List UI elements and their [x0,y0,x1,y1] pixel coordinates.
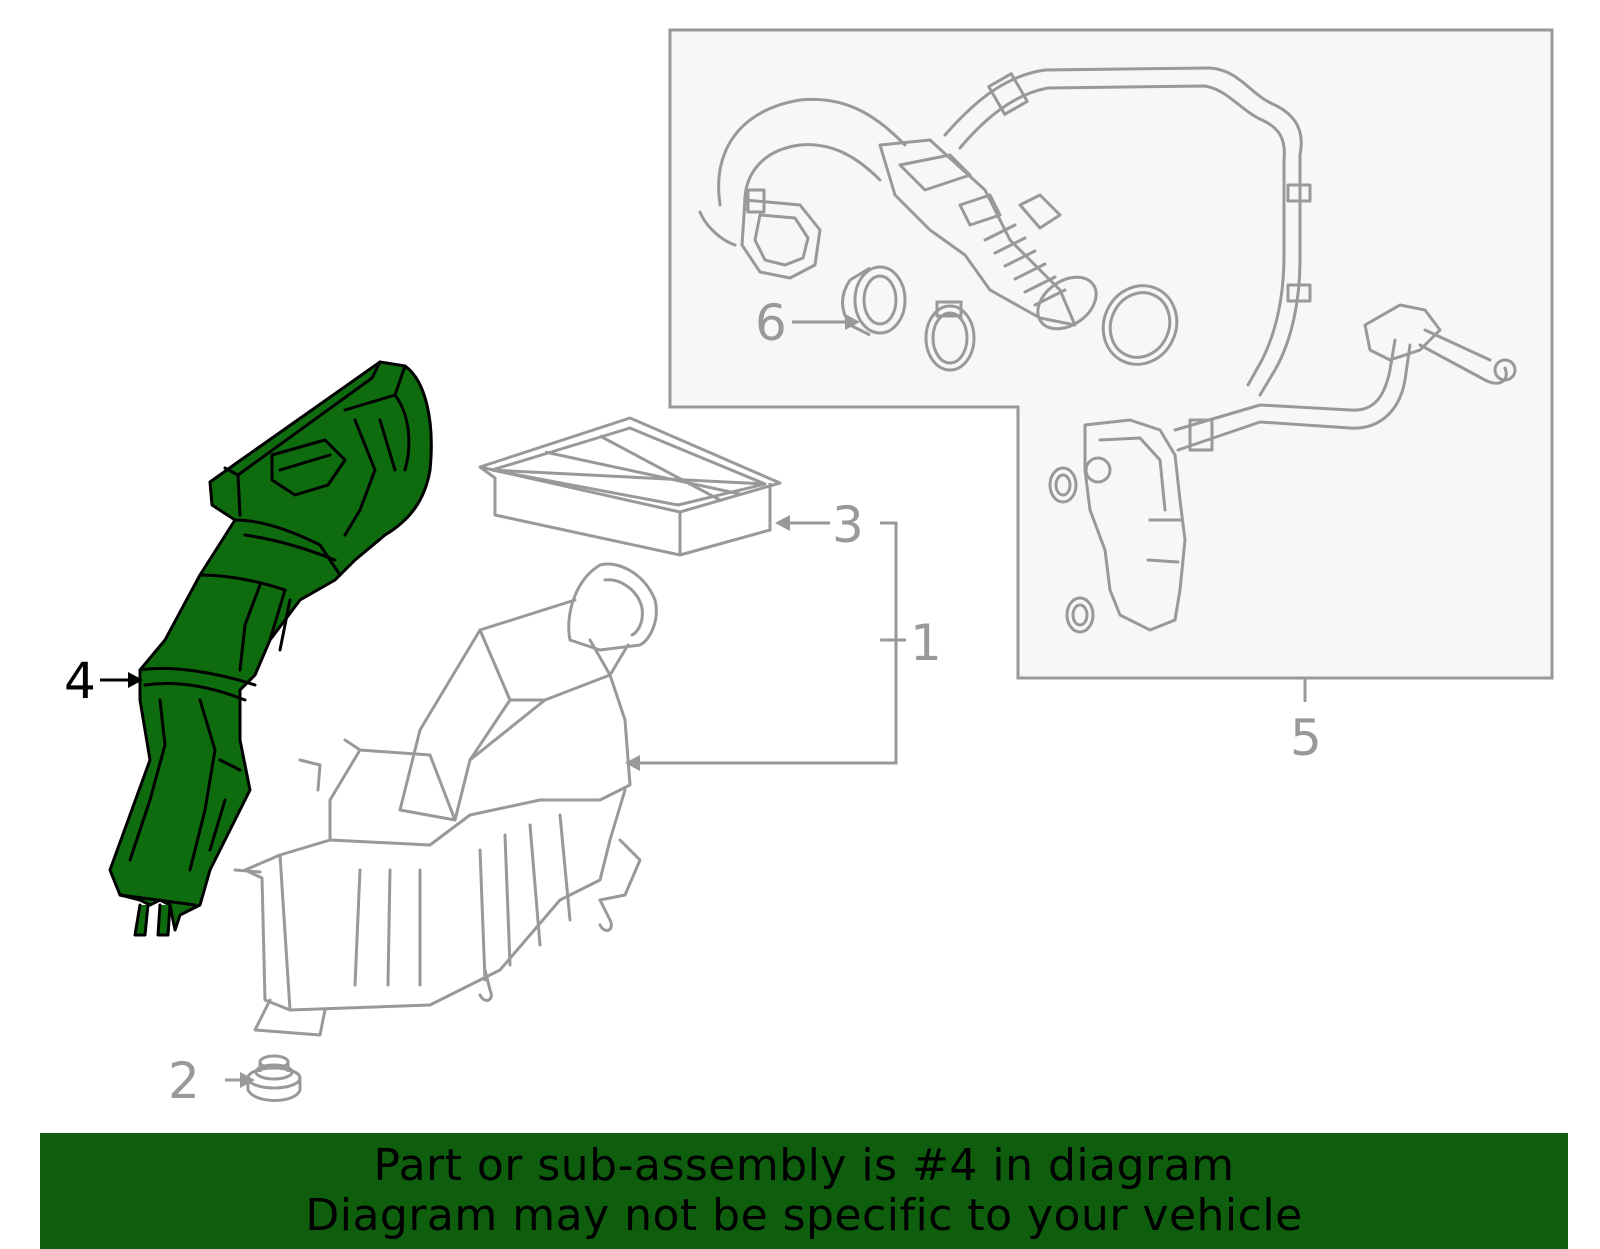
callout-6: 6 [755,294,787,352]
part-1-air-cleaner-housing [233,562,658,1037]
hose-clamps [924,284,1179,372]
banner-line-disclaimer: Diagram may not be specific to your vehi… [305,1190,1303,1241]
part-2-grommet [246,1054,302,1102]
leader-lines [225,320,1307,1082]
part-4-air-inlet-duct [108,360,433,937]
callout-1: 1 [910,614,942,672]
callout-4: 4 [64,652,96,710]
intake-hose-assembly [698,66,1517,634]
part-4-leader [100,672,143,688]
callout-5: 5 [1290,709,1322,767]
part-3-air-filter [478,416,782,557]
info-banner: Part or sub-assembly is #4 in diagram Di… [40,1133,1568,1249]
banner-line-part-number: Part or sub-assembly is #4 in diagram [373,1140,1235,1191]
callout-2: 2 [168,1052,200,1110]
callout-3: 3 [832,496,864,554]
leader-arrowheads [240,314,860,1088]
